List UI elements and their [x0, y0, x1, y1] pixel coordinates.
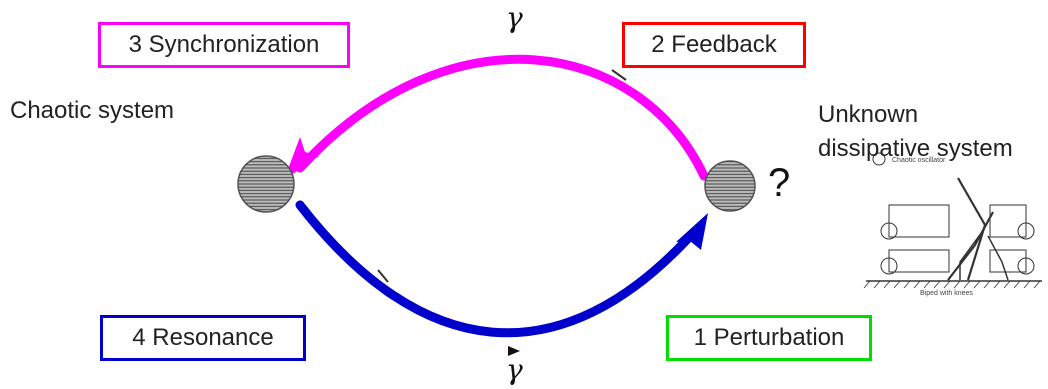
feedback-box: 2 Feedback [622, 22, 806, 68]
resonance-box: 4 Resonance [100, 315, 306, 361]
gamma-top-label: γ [506, 1, 523, 34]
unknown-system-label-line1: Unknown [818, 101, 919, 128]
biped-schematic: Chaotic oscillator [863, 152, 1042, 297]
unknown-system-label-line2: dissipative system [818, 135, 1013, 162]
perturbation-box: 1 Perturbation [666, 315, 872, 361]
arc-tick-mark [377, 269, 389, 283]
synchronization-box: 3 Synchronization [98, 22, 350, 68]
thumbnail-caption: Biped with knees [920, 290, 973, 297]
resonance-arrowhead [676, 213, 708, 250]
synchronization-arrowhead [284, 137, 319, 180]
chaotic-system-label: Chaotic system [10, 97, 175, 124]
oscillator-legend-icon [872, 152, 886, 166]
gamma-bottom-label: γ [506, 353, 523, 386]
question-mark: ? [768, 161, 791, 205]
synchronization-arrow [295, 54, 709, 181]
thumbnail-legend: Chaotic oscillator [892, 157, 946, 164]
arc-tick-mark [508, 346, 520, 356]
resonance-arrow [295, 200, 699, 338]
arc-tick-mark [611, 69, 627, 81]
